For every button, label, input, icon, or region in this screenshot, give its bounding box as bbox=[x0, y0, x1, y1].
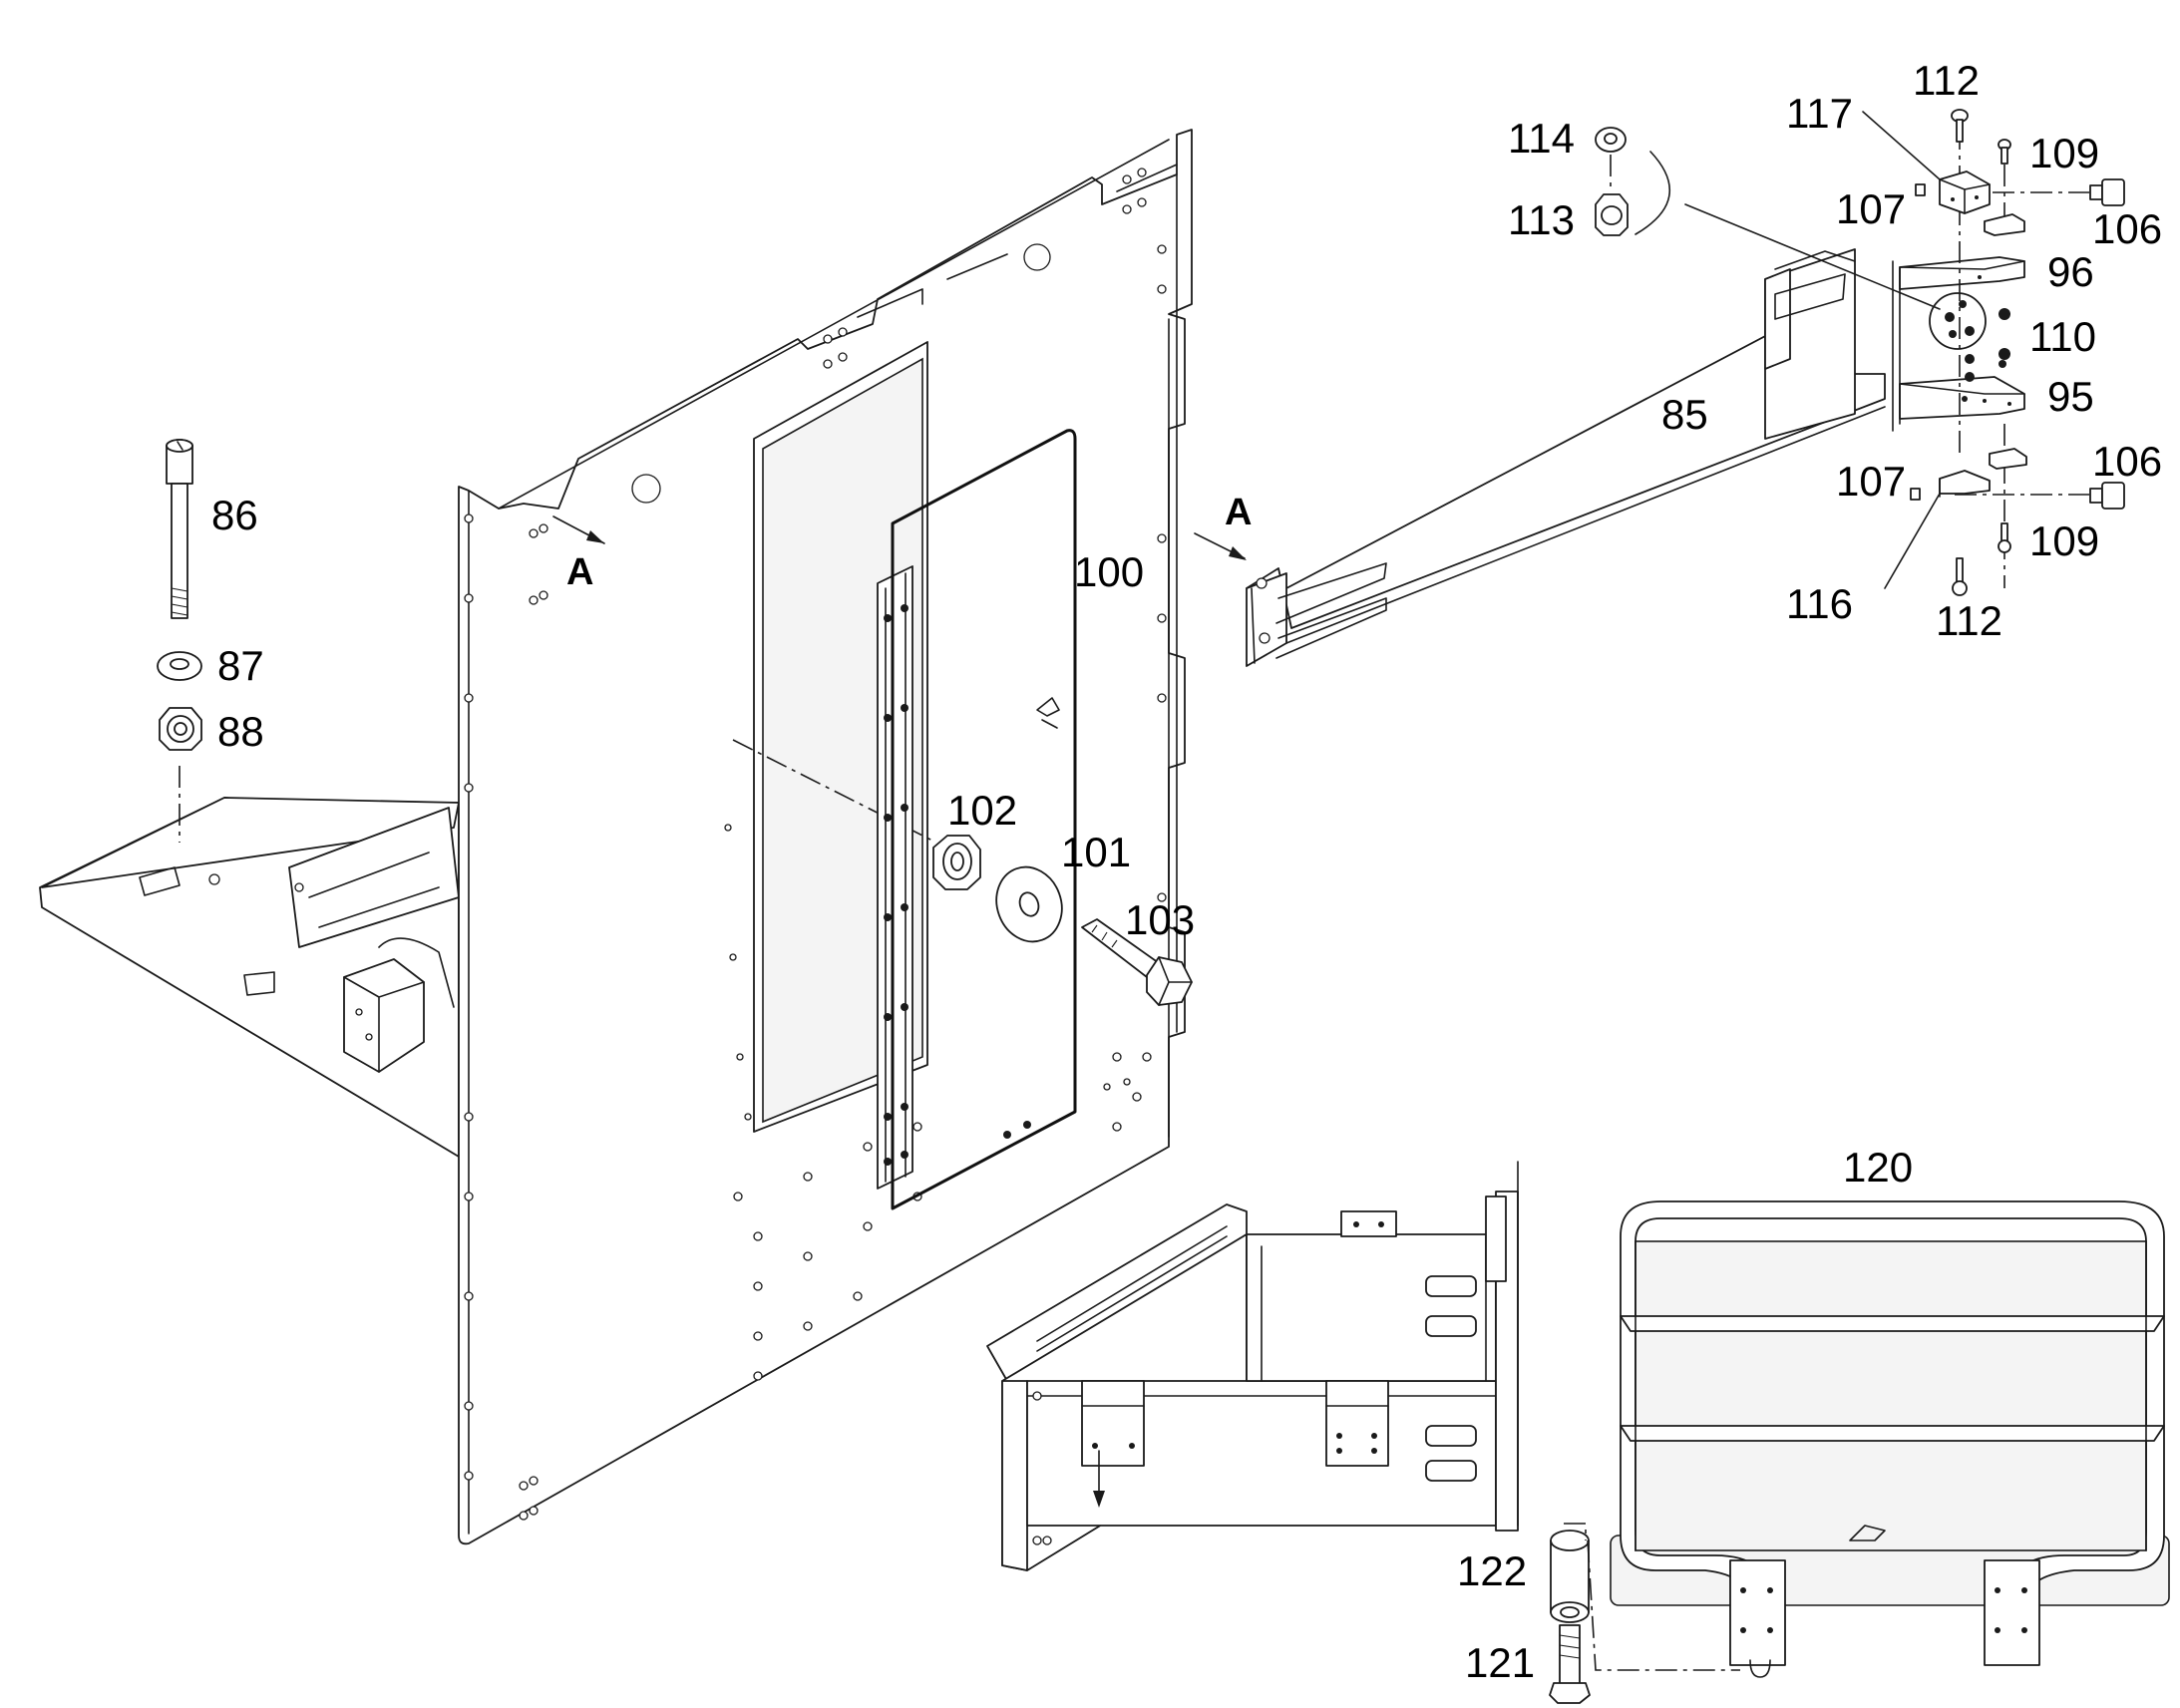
callout-110: 110 bbox=[2029, 313, 2096, 360]
callout-112-top: 112 bbox=[1913, 57, 1980, 104]
callout-95: 95 bbox=[2047, 373, 2094, 420]
part-113-nut bbox=[1595, 193, 1629, 236]
callout-86: 86 bbox=[211, 492, 258, 538]
callout-101: 101 bbox=[1061, 829, 1131, 875]
callout-107-bottom: 107 bbox=[1836, 458, 1906, 505]
part-102-nut bbox=[932, 835, 981, 890]
part-110-lower-clip bbox=[1989, 448, 2027, 470]
callout-87: 87 bbox=[217, 642, 264, 689]
callout-100: 100 bbox=[1074, 548, 1144, 595]
part-86-bolt bbox=[166, 439, 193, 619]
part-106-knob-top bbox=[2089, 178, 2125, 206]
part-121-bolt bbox=[1549, 1624, 1591, 1704]
part-106-knob-bottom bbox=[2089, 482, 2125, 510]
part-117-bracket bbox=[1939, 171, 1991, 214]
part-85-arm bbox=[1194, 248, 1886, 667]
part-95-bracket bbox=[1899, 376, 2025, 420]
callout-88: 88 bbox=[217, 708, 264, 755]
lower-hardware bbox=[1884, 424, 2125, 596]
part-109-screw-bottom bbox=[1998, 522, 2011, 553]
callout-106-top: 106 bbox=[2092, 205, 2162, 252]
upper-hardware bbox=[1915, 109, 2125, 454]
part-88-nut bbox=[159, 707, 202, 751]
callout-120: 120 bbox=[1843, 1144, 1913, 1191]
part-101-washer bbox=[995, 865, 1063, 943]
callout-106-bottom: 106 bbox=[2092, 438, 2162, 485]
part-96-bracket bbox=[1899, 256, 2025, 290]
hinge-holes bbox=[884, 604, 908, 1166]
callout-109-bottom: 109 bbox=[2029, 517, 2099, 564]
callout-121: 121 bbox=[1465, 1639, 1535, 1686]
part-87-washer bbox=[157, 651, 202, 681]
lower-tray-bracket bbox=[986, 1161, 1519, 1571]
part-120-frame bbox=[1610, 1200, 2170, 1678]
side-plate bbox=[1892, 260, 1987, 432]
part-107-pin-bottom bbox=[1910, 488, 1921, 501]
part-103-bolt bbox=[1081, 918, 1193, 1006]
part-112-screw-bottom bbox=[1952, 557, 1968, 596]
callout-116: 116 bbox=[1786, 580, 1853, 627]
part-109-screw-top bbox=[1998, 139, 2011, 165]
callout-117: 117 bbox=[1786, 90, 1853, 137]
callout-102: 102 bbox=[947, 787, 1017, 834]
part-112-screw-top bbox=[1951, 109, 1969, 143]
callout-85: 85 bbox=[1661, 391, 1708, 438]
part-116-bracket bbox=[1884, 470, 1991, 589]
left-bracket-assembly bbox=[39, 766, 460, 1158]
callout-112-bottom: 112 bbox=[1936, 597, 2002, 644]
view-marker-a-panel: A bbox=[566, 551, 593, 593]
part-100-plate bbox=[877, 429, 1077, 1210]
callout-labels: 85 86 87 88 95 96 100 101 102 103 106 10… bbox=[211, 57, 2162, 1686]
panel-holes bbox=[464, 168, 1167, 1521]
part-107-pin-top bbox=[1915, 183, 1926, 196]
part-110-fasteners bbox=[1965, 213, 2025, 382]
callout-96: 96 bbox=[2047, 248, 2094, 295]
view-marker-a-arm: A bbox=[1225, 492, 1252, 533]
callout-113: 113 bbox=[1508, 196, 1575, 243]
main-panel bbox=[458, 129, 1193, 1545]
callout-122: 122 bbox=[1457, 1547, 1527, 1594]
callout-109-top: 109 bbox=[2029, 130, 2099, 176]
part-114-washer bbox=[1595, 127, 1627, 153]
callout-114: 114 bbox=[1508, 115, 1575, 162]
callout-103: 103 bbox=[1125, 896, 1195, 943]
part-122-spacer bbox=[1550, 1530, 1590, 1623]
callout-107-top: 107 bbox=[1836, 185, 1906, 232]
